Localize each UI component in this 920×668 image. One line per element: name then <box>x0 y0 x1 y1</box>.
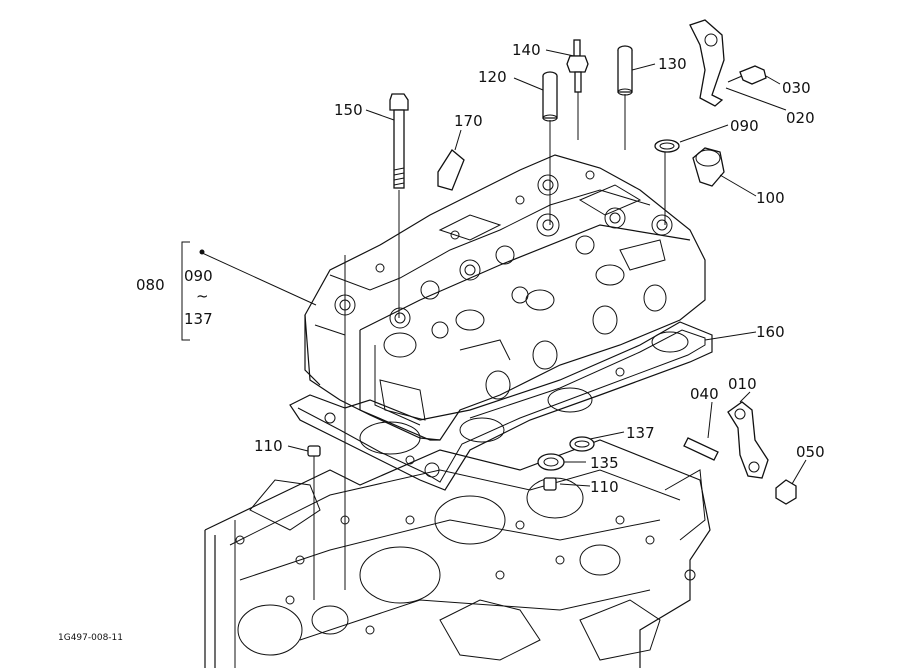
callout-135: 135 <box>590 454 619 472</box>
gasket-170 <box>437 149 465 191</box>
seal-135 <box>537 453 565 471</box>
head-gasket <box>289 321 713 491</box>
callout-range-tilde: ~ <box>196 287 209 305</box>
callout-100: 100 <box>756 189 785 207</box>
figure-code: 1G497-008-11 <box>58 633 123 643</box>
bolt-150 <box>389 93 409 189</box>
plug-110-right <box>543 477 557 491</box>
engine-block <box>204 439 711 668</box>
callout-150: 150 <box>334 101 363 119</box>
callout-160: 160 <box>756 323 785 341</box>
oring-090 <box>654 139 680 153</box>
callout-120: 120 <box>478 68 507 86</box>
callout-170: 170 <box>454 112 483 130</box>
callout-020: 020 <box>786 109 815 127</box>
nut-050 <box>775 479 797 505</box>
callout-110-left: 110 <box>254 437 283 455</box>
callout-090: 090 <box>730 117 759 135</box>
callout-010: 010 <box>728 375 757 393</box>
sleeve-120 <box>542 71 558 122</box>
callout-080: 080 <box>136 276 165 294</box>
callout-040: 040 <box>690 385 719 403</box>
callout-030: 030 <box>782 79 811 97</box>
callout-137: 137 <box>626 424 655 442</box>
hook-020 <box>689 19 725 107</box>
stud-040 <box>683 437 719 461</box>
bracket-010 <box>727 401 769 479</box>
seal-137 <box>569 436 595 452</box>
callout-137-range-end: 137 <box>184 310 213 328</box>
plug-140 <box>566 39 589 93</box>
plug-110-left <box>307 445 321 457</box>
callout-labels: 010 020 030 040 050 080 090 ~ 137 090 10… <box>58 41 825 643</box>
bolt-030 <box>727 65 767 85</box>
cylinder-head <box>304 154 706 441</box>
leader-lines <box>181 49 807 600</box>
callout-140: 140 <box>512 41 541 59</box>
callout-050: 050 <box>796 443 825 461</box>
sleeve-130 <box>617 45 633 96</box>
callout-130: 130 <box>658 55 687 73</box>
cap-100 <box>692 147 725 187</box>
callout-110-right: 110 <box>590 478 619 496</box>
callout-090-range-start: 090 <box>184 267 213 285</box>
